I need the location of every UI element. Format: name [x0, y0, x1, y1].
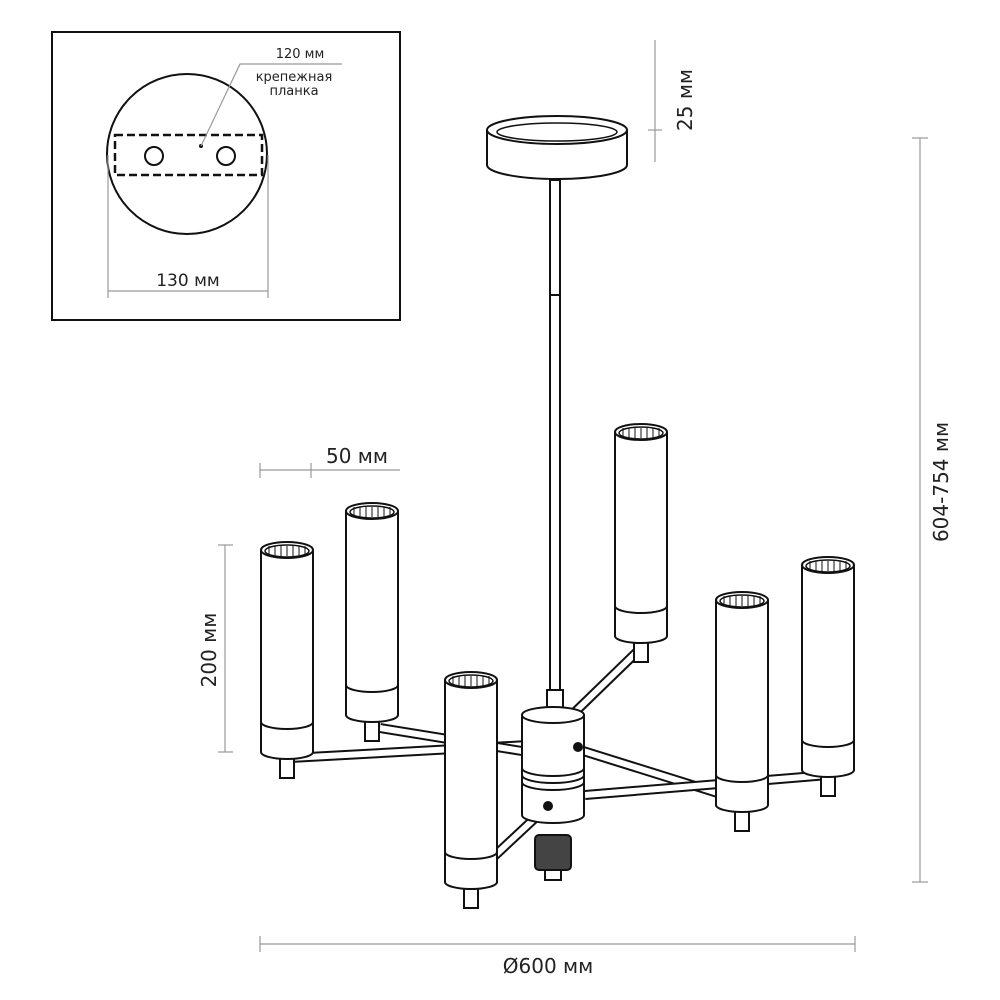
plate-width-label: 120 мм [276, 47, 325, 62]
leader-line [200, 63, 342, 147]
canopy-height-label: 25 мм [673, 69, 697, 131]
total-height-label: 604-754 мм [929, 422, 953, 542]
canopy-circle [106, 73, 268, 235]
plate-name-line1: крепежная [256, 70, 333, 85]
shade [614, 423, 668, 663]
mounting-plate [113, 133, 264, 177]
shade [345, 502, 399, 742]
shade [715, 591, 769, 832]
dimension-lines: 25 мм 604-754 мм 50 мм 200 мм Ø600 мм [197, 40, 953, 978]
shade-height-label: 200 мм [197, 613, 221, 688]
shades [260, 423, 855, 909]
center-hub [521, 689, 585, 881]
shade-diameter-label: 50 мм [326, 444, 388, 468]
stem [549, 179, 561, 701]
screw-hole [216, 146, 236, 166]
canopy-diameter-label: 130 мм [156, 271, 220, 291]
screw-hole [144, 146, 164, 166]
mounting-inset: 120 мм крепежная планка 130 мм [51, 31, 401, 321]
plate-name-line2: планка [269, 84, 318, 99]
shade [801, 556, 855, 797]
shade [260, 541, 314, 779]
canopy [486, 115, 628, 180]
shade [444, 671, 498, 909]
overall-diameter-label: Ø600 мм [503, 954, 593, 978]
